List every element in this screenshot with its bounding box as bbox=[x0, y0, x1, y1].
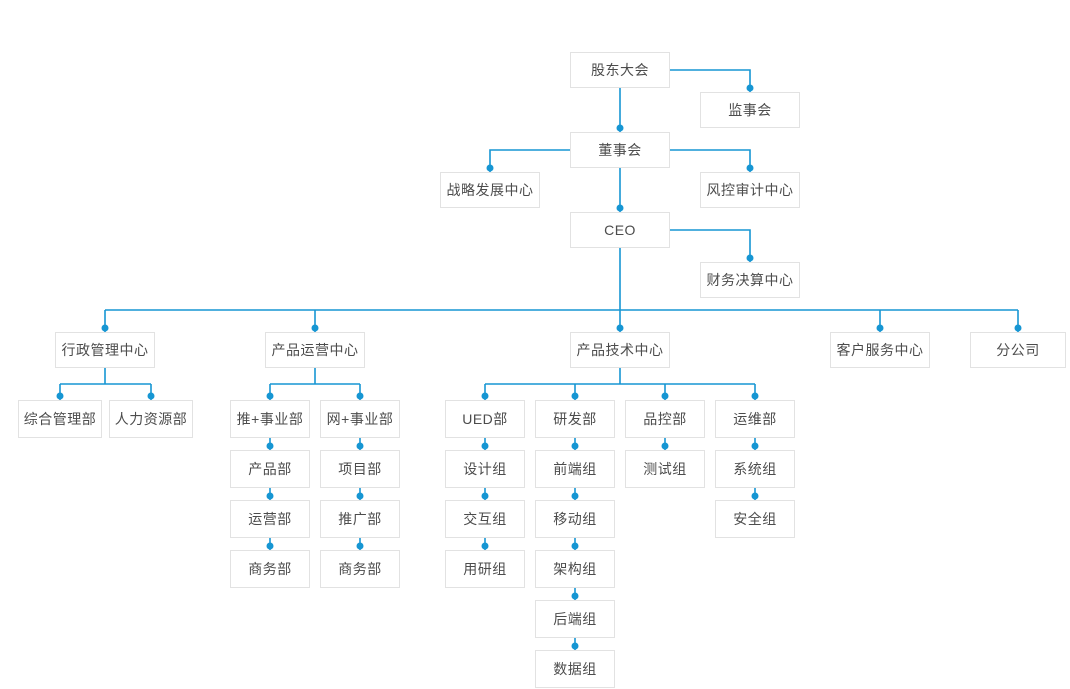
org-node-label: 分公司 bbox=[996, 342, 1040, 358]
org-node-design-group: 设计组 bbox=[445, 450, 525, 488]
org-node-testing-group: 测试组 bbox=[625, 450, 705, 488]
org-node-label: 移动组 bbox=[553, 511, 597, 527]
org-node-qc-dept: 品控部 bbox=[625, 400, 705, 438]
org-node-data-group: 数据组 bbox=[535, 650, 615, 688]
org-node-branch-company: 分公司 bbox=[970, 332, 1066, 368]
org-node-security-group: 安全组 bbox=[715, 500, 795, 538]
org-node-label: 商务部 bbox=[338, 561, 382, 577]
org-node-label: 股东大会 bbox=[591, 62, 649, 78]
org-node-frontend-group: 前端组 bbox=[535, 450, 615, 488]
org-node-label: 后端组 bbox=[553, 611, 597, 627]
org-node-label: 客户服务中心 bbox=[836, 342, 924, 358]
org-node-rd-dept: 研发部 bbox=[535, 400, 615, 438]
org-node-label: 设计组 bbox=[463, 461, 507, 477]
org-node-label: 产品技术中心 bbox=[576, 342, 664, 358]
org-node-user-research-group: 用研组 bbox=[445, 550, 525, 588]
org-node-label: CEO bbox=[604, 222, 636, 238]
org-node-label: 产品运营中心 bbox=[271, 342, 359, 358]
org-node-tech-center: 产品技术中心 bbox=[570, 332, 670, 368]
org-node-strategy-center: 战略发展中心 bbox=[440, 172, 540, 208]
org-node-label: 安全组 bbox=[733, 511, 777, 527]
org-node-tui-division: 推+事业部 bbox=[230, 400, 310, 438]
org-node-label: 商务部 bbox=[248, 561, 292, 577]
org-node-label: 行政管理中心 bbox=[61, 342, 149, 358]
org-node-label: 人力资源部 bbox=[114, 411, 188, 427]
org-node-label: 监事会 bbox=[728, 102, 772, 118]
org-node-label: 用研组 bbox=[463, 561, 507, 577]
org-node-label: 战略发展中心 bbox=[446, 182, 534, 198]
org-node-label: 风控审计中心 bbox=[706, 182, 794, 198]
org-node-ceo: CEO bbox=[570, 212, 670, 248]
org-node-label: 推广部 bbox=[338, 511, 382, 527]
org-node-label: 数据组 bbox=[553, 661, 597, 677]
org-node-label: 网+事业部 bbox=[326, 411, 394, 427]
org-node-label: 综合管理部 bbox=[23, 411, 97, 427]
org-node-label: 产品部 bbox=[248, 461, 292, 477]
org-node-label: 架构组 bbox=[553, 561, 597, 577]
org-node-shareholders-meeting: 股东大会 bbox=[570, 52, 670, 88]
org-node-hr-dept: 人力资源部 bbox=[109, 400, 193, 438]
org-node-label: 研发部 bbox=[553, 411, 597, 427]
org-node-operation-dept: 运营部 bbox=[230, 500, 310, 538]
org-node-product-dept: 产品部 bbox=[230, 450, 310, 488]
org-node-service-center: 客户服务中心 bbox=[830, 332, 930, 368]
org-node-label: 运营部 bbox=[248, 511, 292, 527]
org-node-label: 前端组 bbox=[553, 461, 597, 477]
org-node-board-of-directors: 董事会 bbox=[570, 132, 670, 168]
org-node-label: 运维部 bbox=[733, 411, 777, 427]
org-node-promotion-dept: 推广部 bbox=[320, 500, 400, 538]
org-node-label: 推+事业部 bbox=[236, 411, 304, 427]
org-node-architecture-group: 架构组 bbox=[535, 550, 615, 588]
org-node-label: 财务决算中心 bbox=[706, 272, 794, 288]
org-node-supervisory-board: 监事会 bbox=[700, 92, 800, 128]
org-node-business-dept-1: 商务部 bbox=[230, 550, 310, 588]
org-node-devops-dept: 运维部 bbox=[715, 400, 795, 438]
org-node-label: 品控部 bbox=[643, 411, 687, 427]
org-node-ops-center: 产品运营中心 bbox=[265, 332, 365, 368]
org-node-label: 系统组 bbox=[733, 461, 777, 477]
org-node-label: UED部 bbox=[462, 411, 508, 427]
org-node-interaction-group: 交互组 bbox=[445, 500, 525, 538]
org-node-system-group: 系统组 bbox=[715, 450, 795, 488]
org-node-wang-division: 网+事业部 bbox=[320, 400, 400, 438]
org-node-project-dept: 项目部 bbox=[320, 450, 400, 488]
org-node-label: 交互组 bbox=[463, 511, 507, 527]
org-node-finance-center: 财务决算中心 bbox=[700, 262, 800, 298]
org-node-risk-audit-center: 风控审计中心 bbox=[700, 172, 800, 208]
org-node-business-dept-2: 商务部 bbox=[320, 550, 400, 588]
org-node-label: 董事会 bbox=[598, 142, 642, 158]
org-node-label: 项目部 bbox=[338, 461, 382, 477]
org-node-ued-dept: UED部 bbox=[445, 400, 525, 438]
org-node-admin-center: 行政管理中心 bbox=[55, 332, 155, 368]
org-node-mobile-group: 移动组 bbox=[535, 500, 615, 538]
org-node-general-admin-dept: 综合管理部 bbox=[18, 400, 102, 438]
org-node-label: 测试组 bbox=[643, 461, 687, 477]
org-node-backend-group: 后端组 bbox=[535, 600, 615, 638]
